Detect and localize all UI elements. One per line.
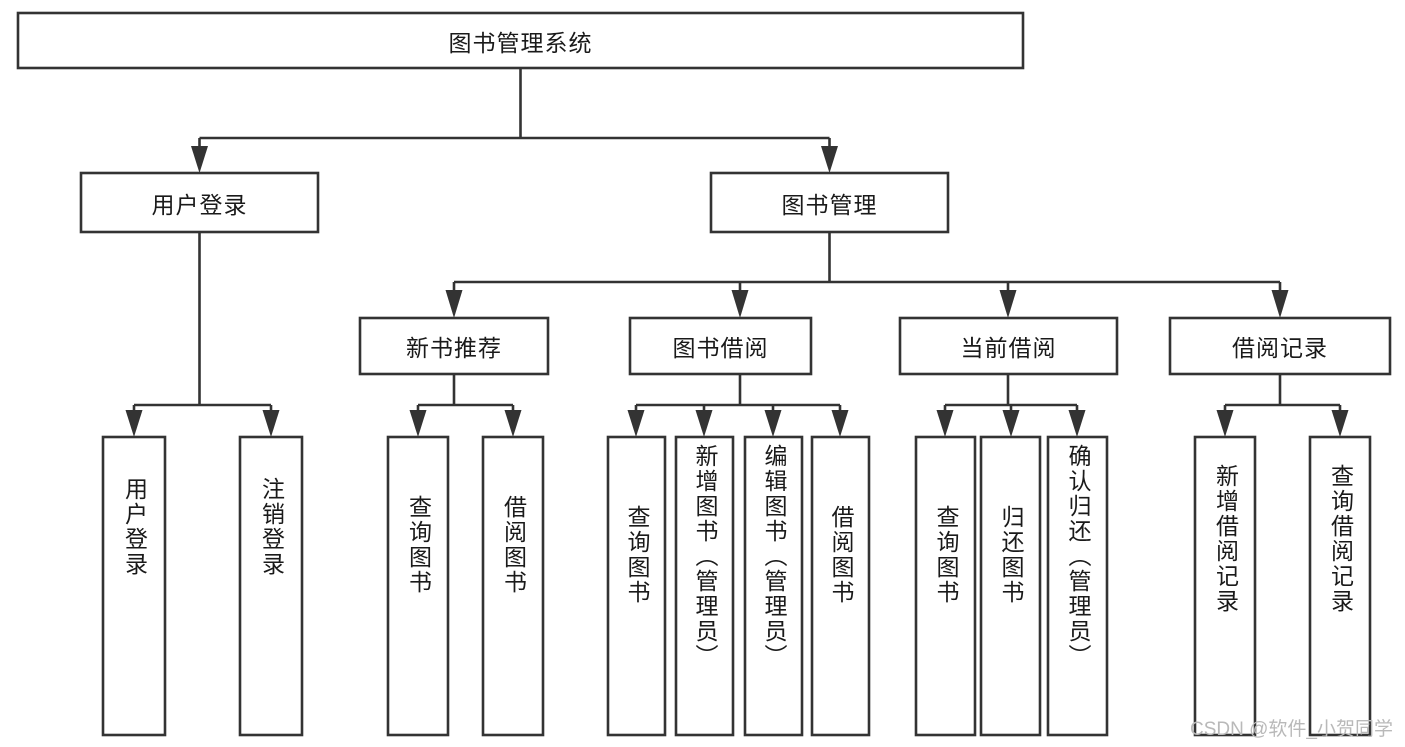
node-box-book-management[interactable] (709, 171, 950, 234)
arrowhead-record-leaf-1 (1216, 410, 1234, 437)
arrowhead-record-leaf-2 (1331, 410, 1349, 437)
arrowhead-bookmgmt-borrow (731, 290, 749, 318)
arrowhead-bookmgmt-current (999, 290, 1017, 318)
node-box-current-borrow[interactable] (898, 316, 1119, 376)
connector-group-newbook (409, 374, 522, 437)
node-box-root[interactable] (16, 11, 1025, 70)
leaf-box-confirm-return-admin[interactable] (1046, 435, 1109, 737)
arrowhead-current-leaf-3 (1068, 410, 1086, 437)
connector-group-current (936, 374, 1086, 437)
arrowhead-newbook-leaf-1 (409, 410, 427, 437)
leaf-box-query-book-borrow[interactable] (606, 435, 667, 737)
leaf-box-edit-book-admin[interactable] (743, 435, 804, 737)
connector-group-root (191, 68, 838, 173)
leaf-box-add-book-admin[interactable] (674, 435, 735, 737)
connector-group-record (1216, 374, 1349, 437)
leaf-box-borrow-book-newbook[interactable] (481, 435, 545, 737)
leaf-box-query-borrow-record[interactable] (1308, 435, 1372, 737)
connector-group-bookmgmt (445, 232, 1289, 318)
arrowhead-bookmgmt-record (1271, 290, 1289, 318)
node-box-user-login[interactable] (79, 171, 320, 234)
arrowhead-borrow-leaf-3 (764, 410, 782, 437)
arrowhead-root-to-login (191, 146, 208, 173)
arrowhead-bookmgmt-new (445, 290, 463, 318)
arrowhead-borrow-leaf-2 (695, 410, 713, 437)
arrowhead-current-leaf-1 (936, 410, 954, 437)
node-box-book-borrow[interactable] (628, 316, 813, 376)
arrowhead-newbook-leaf-2 (504, 410, 522, 437)
arrowhead-borrow-leaf-4 (831, 410, 849, 437)
connector-group-login (125, 232, 280, 437)
leaf-box-query-book-current[interactable] (914, 435, 977, 737)
arrowhead-current-leaf-2 (1002, 410, 1020, 437)
arrowhead-login-leaf-1 (125, 410, 143, 437)
leaf-box-query-book-newbook[interactable] (386, 435, 450, 737)
node-box-new-book-recommend[interactable] (358, 316, 550, 376)
leaf-box-borrow-book[interactable] (810, 435, 871, 737)
leaf-box-return-book[interactable] (979, 435, 1042, 737)
connector-group-borrow (627, 374, 849, 437)
leaf-box-add-borrow-record[interactable] (1193, 435, 1257, 737)
arrowhead-root-to-bookmgmt (821, 146, 838, 173)
leaf-box-logout[interactable] (238, 435, 304, 737)
leaf-box-user-login[interactable] (101, 435, 167, 737)
arrowhead-login-leaf-2 (262, 410, 280, 437)
node-box-borrow-record[interactable] (1168, 316, 1392, 376)
arrowhead-borrow-leaf-1 (627, 410, 645, 437)
